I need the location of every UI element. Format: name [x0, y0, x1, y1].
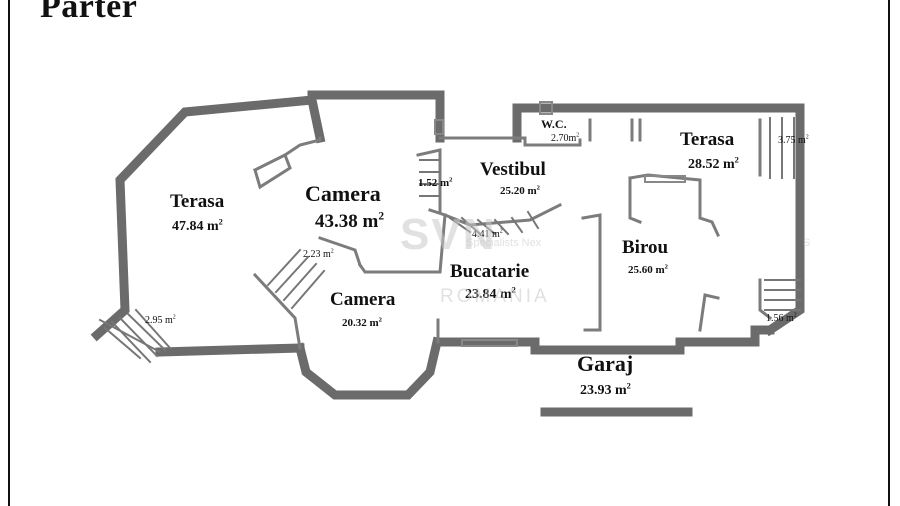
room-vestibul-name: Vestibul — [480, 159, 546, 180]
hall-a-area: 1.52 m2 — [418, 176, 453, 189]
stair-hatching — [98, 117, 801, 364]
room-camera-big-area: 43.38 m2 — [315, 210, 385, 232]
room-vestibul-area: 25.20 m2 — [500, 184, 540, 197]
stair-right-top-area: 3.75 m2 — [778, 134, 809, 146]
stair-left-area: 2.95 m2 — [145, 314, 176, 326]
room-birou-area: 25.60 m2 — [628, 263, 668, 276]
room-garaj-name: Garaj — [577, 351, 634, 376]
stair-center-area: 4.41 m2 — [472, 228, 503, 240]
hall-b-area: 2.23 m2 — [303, 248, 334, 260]
room-garaj-area: 23.93 m2 — [580, 381, 631, 398]
room-camera-big-name: Camera — [305, 181, 381, 206]
room-camera-small-name: Camera — [330, 289, 396, 310]
room-terasa-left-area: 47.84 m2 — [172, 217, 223, 234]
stair-right-bottom-area: 1.56 m2 — [766, 312, 797, 324]
room-wc-name: W.C. — [541, 117, 567, 131]
floor-title: Parter — [40, 0, 138, 25]
room-camera-small-area: 20.32 m2 — [342, 316, 382, 329]
room-bucatarie-area: 23.84 m2 — [465, 285, 516, 302]
room-birou-name: Birou — [622, 237, 669, 258]
frame-right-edge — [888, 0, 890, 506]
watermark-brand: SVN — [400, 210, 497, 259]
windows — [434, 101, 686, 347]
room-terasa-right-name: Terasa — [680, 129, 735, 150]
room-wc-area: 2.70m2 — [551, 132, 580, 144]
watermark-region: ROMANIA — [440, 286, 550, 307]
room-bucatarie-name: Bucatarie — [450, 261, 530, 282]
room-terasa-left-name: Terasa — [170, 191, 225, 212]
watermark-side-text: S — [803, 237, 811, 249]
room-terasa-right-area: 28.52 m2 — [688, 155, 739, 172]
watermark-mid-text: Specialists Nex — [466, 237, 542, 249]
frame-left-edge — [8, 0, 10, 506]
interior-walls — [252, 118, 773, 350]
exterior-walls — [90, 90, 805, 417]
